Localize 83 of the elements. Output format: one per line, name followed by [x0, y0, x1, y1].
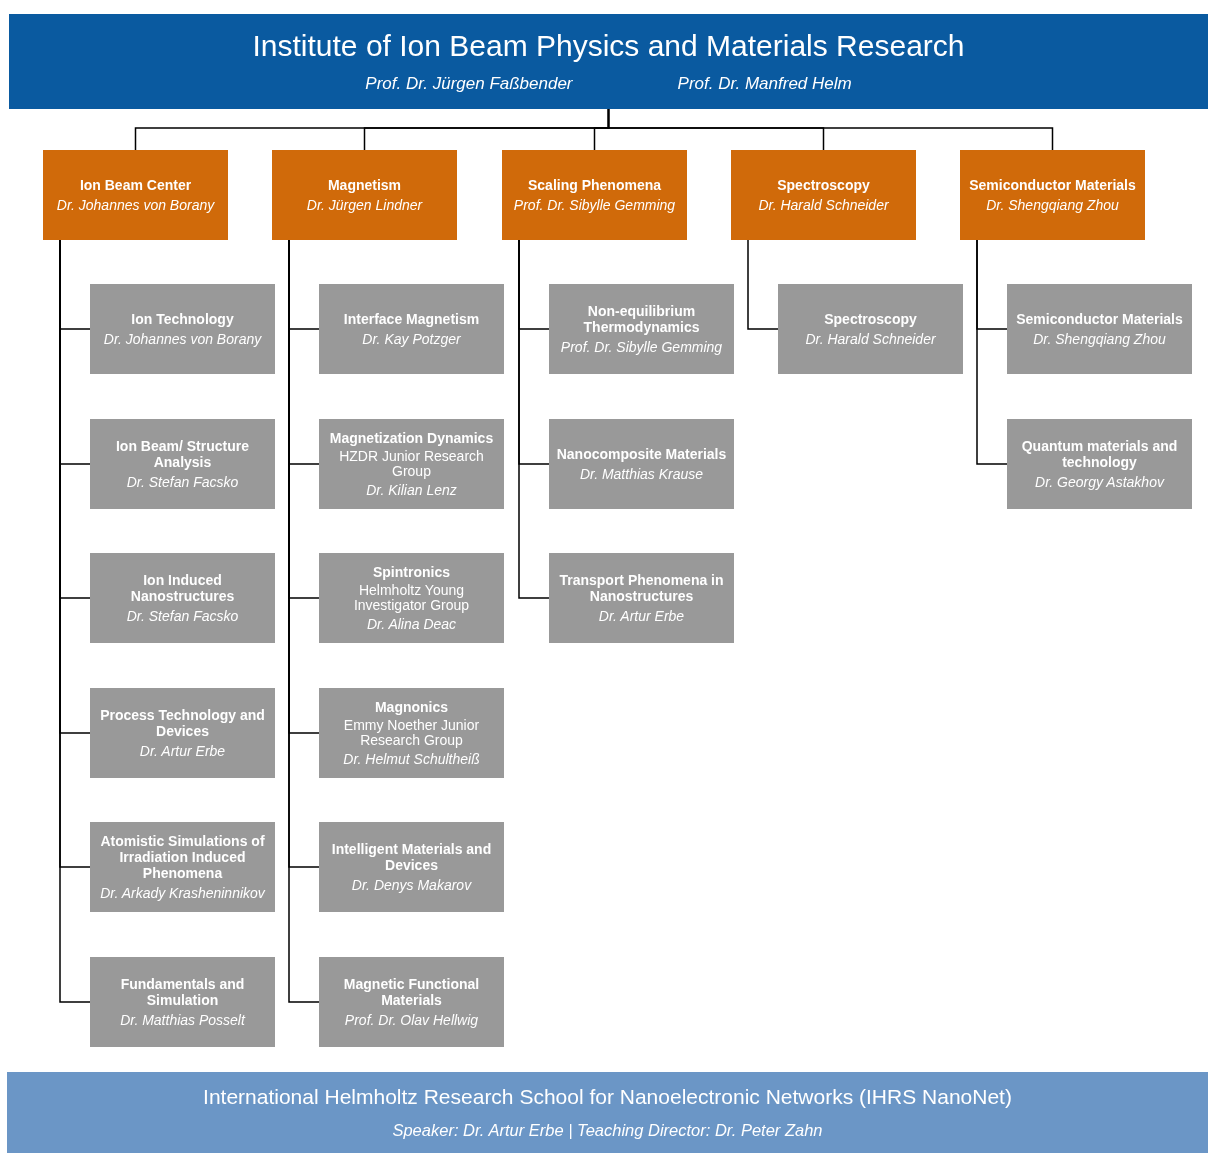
group-type: HZDR Junior Research Group — [338, 449, 485, 479]
group-box — [90, 688, 275, 778]
leader-name: Dr. Artur Erbe — [598, 608, 685, 625]
department-name: Ion Beam Center — [79, 176, 192, 193]
department-box — [272, 150, 457, 240]
group-box — [90, 419, 275, 509]
group-box — [319, 822, 504, 912]
leader-name: Prof. Dr. Sibylle Gemming — [560, 339, 723, 356]
group-name: Magnetization Dynamics — [329, 430, 494, 447]
leader-name: Dr. Jürgen Lindner — [306, 197, 423, 214]
leader-name: Dr. Arkady Krasheninnikov — [100, 885, 265, 902]
group-name: Fundamentals and Simulation — [119, 975, 246, 1009]
group-name: Process Technology and Devices — [99, 706, 266, 740]
group-name: Magnonics — [374, 699, 449, 716]
leader-name: Dr. Artur Erbe — [139, 743, 226, 760]
director-name: Prof. Dr. Manfred Helm — [677, 73, 852, 94]
leader-name: Prof. Dr. Olav Hellwig — [344, 1012, 479, 1029]
group-box — [549, 284, 734, 374]
department-name: Scaling Phenomena — [527, 176, 661, 193]
leader-name: Dr. Harald Schneider — [805, 331, 936, 348]
connector-line — [976, 239, 1008, 465]
group-name: Spectroscopy — [824, 310, 917, 327]
group-box — [90, 553, 275, 643]
group-name: Ion Induced Nanostructures — [129, 571, 236, 605]
group-name: Spintronics — [373, 564, 450, 581]
group-box — [90, 822, 275, 912]
group-name: Ion Technology — [131, 310, 234, 327]
group-name: Ion Beam/ Structure Analysis — [115, 437, 250, 471]
director-name: Prof. Dr. Jürgen Faßbender — [365, 73, 573, 94]
group-box — [549, 419, 734, 509]
group-name: Transport Phenomena in Nanostructures — [558, 571, 725, 605]
group-box — [778, 284, 963, 374]
group-box — [1007, 284, 1192, 374]
group-box — [90, 957, 275, 1047]
leader-name: Dr. Kilian Lenz — [366, 481, 457, 498]
group-box — [319, 553, 504, 643]
department-box — [502, 150, 687, 240]
group-box — [319, 419, 504, 509]
school-title: International Helmholtz Research School for Nanoelectronic Networks (IHRS NanoNet) — [203, 1084, 1012, 1110]
group-box — [319, 957, 504, 1047]
leader-name: Dr. Stefan Facsko — [126, 474, 239, 491]
group-box — [1007, 419, 1192, 509]
group-type: Emmy Noether Junior Research Group — [342, 718, 481, 748]
leader-name: Dr. Harald Schneider — [758, 197, 889, 214]
group-type: Helmholtz Young Investigator Group — [352, 583, 471, 613]
institute-title: Institute of Ion Beam Physics and Materials Research — [252, 29, 965, 64]
leader-name: Dr. Alina Deac — [366, 615, 457, 632]
leader-name: Dr. Kay Potzger — [362, 331, 461, 348]
school-contacts: Speaker: Dr. Artur Erbe | Teaching Director: Dr. Peter Zahn — [392, 1121, 823, 1141]
leader-name: Dr. Johannes von Borany — [56, 197, 215, 214]
leader-name: Dr. Georgy Astakhov — [1035, 474, 1164, 491]
department-name: Spectroscopy — [777, 176, 870, 193]
group-name: Intelligent Materials and Devices — [330, 840, 493, 874]
group-name: Magnetic Functional Materials — [342, 975, 481, 1009]
school-footer-band — [7, 1072, 1208, 1153]
leader-name: Dr. Matthias Posselt — [120, 1012, 245, 1029]
institute-header-band — [9, 14, 1208, 109]
department-box — [731, 150, 916, 240]
department-box — [960, 150, 1145, 240]
group-name: Non-equilibrium Thermodynamics — [582, 302, 701, 336]
group-name: Quantum materials and technology — [1020, 437, 1179, 471]
group-name: Nanocomposite Materials — [556, 445, 727, 462]
leader-name: Dr. Matthias Krause — [579, 466, 704, 483]
connector-line — [518, 239, 550, 599]
leader-name: Dr. Johannes von Borany — [103, 331, 262, 348]
leader-name: Dr. Helmut Schultheiß — [343, 750, 480, 767]
leader-name: Dr. Denys Makarov — [351, 877, 472, 894]
department-box — [43, 150, 228, 240]
group-name: Semiconductor Materials — [1016, 310, 1183, 327]
group-box — [319, 284, 504, 374]
leader-name: Dr. Stefan Facsko — [126, 608, 239, 625]
connector-line — [747, 239, 779, 330]
leader-name: Dr. Shengqiang Zhou — [1033, 331, 1166, 348]
department-name: Semiconductor Materials — [969, 176, 1136, 193]
leader-name: Prof. Dr. Sibylle Gemming — [513, 197, 676, 214]
department-name: Magnetism — [327, 176, 402, 193]
group-name: Atomistic Simulations of Irradiation Induced Phenomena — [99, 832, 266, 882]
group-name: Interface Magnetism — [343, 310, 480, 327]
leader-name: Dr. Shengqiang Zhou — [986, 197, 1119, 214]
connector-line — [607, 108, 1054, 151]
group-box — [90, 284, 275, 374]
group-box — [549, 553, 734, 643]
group-box — [319, 688, 504, 778]
